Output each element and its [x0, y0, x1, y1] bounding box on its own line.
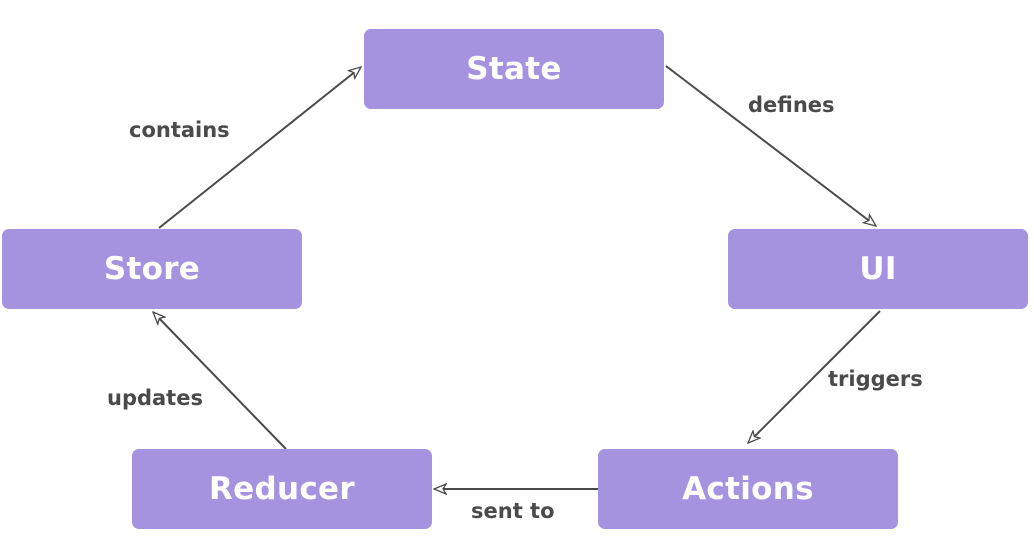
- node-reducer-label: Reducer: [209, 471, 355, 507]
- node-state: State: [364, 29, 664, 109]
- node-store: Store: [2, 229, 302, 309]
- edge-label-sent-to: sent to: [471, 499, 555, 523]
- node-ui-label: UI: [859, 251, 897, 287]
- node-reducer: Reducer: [132, 449, 432, 529]
- edge-reducer-to-store: [153, 312, 287, 450]
- edge-ui-to-actions: [748, 310, 881, 443]
- node-actions-label: Actions: [682, 471, 814, 507]
- node-actions: Actions: [598, 449, 898, 529]
- edge-state-to-ui: [665, 65, 876, 226]
- node-store-label: Store: [103, 251, 201, 287]
- node-state-label: State: [466, 51, 562, 87]
- edge-store-to-state: [158, 67, 361, 229]
- edge-label-defines: defines: [748, 93, 835, 117]
- node-ui: UI: [728, 229, 1028, 309]
- edge-label-triggers: triggers: [828, 367, 923, 391]
- edge-label-updates: updates: [107, 386, 203, 410]
- edge-label-contains: contains: [129, 118, 230, 142]
